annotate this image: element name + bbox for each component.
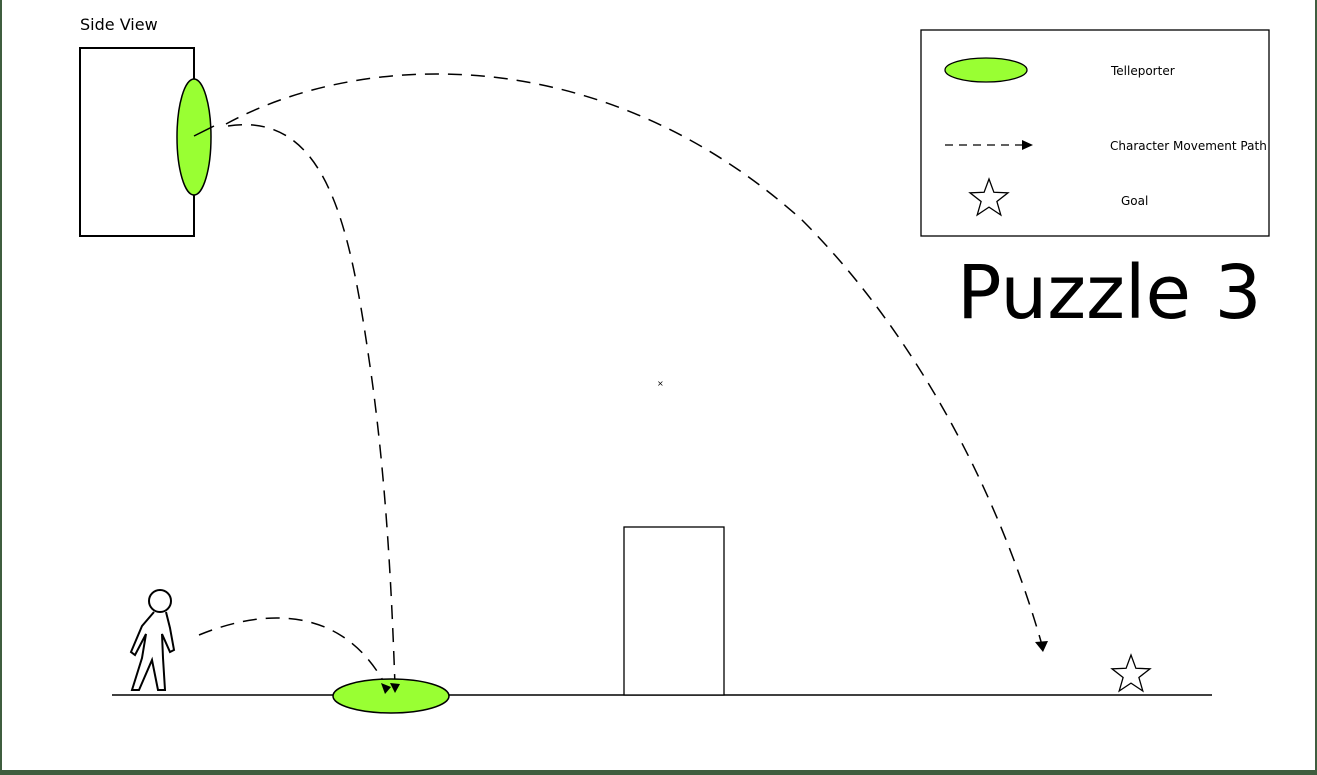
legend-arrowhead-icon	[1022, 140, 1033, 150]
movement-path-drop	[227, 123, 396, 687]
puzzle-title: Puzzle 3	[957, 250, 1262, 336]
stick-figure-icon	[129, 589, 176, 691]
arrowhead-icon	[381, 683, 391, 694]
legend-goal-label: Goal	[1121, 194, 1148, 208]
legend-path-label: Character Movement Path	[1110, 139, 1267, 153]
movement-path-start	[198, 617, 388, 689]
goal-star-icon	[1110, 653, 1152, 693]
wall-obstacle	[623, 526, 725, 696]
legend-teleporter-icon	[944, 57, 1028, 83]
arrowhead-icon	[390, 683, 400, 693]
movement-path-to-goal	[225, 73, 1043, 646]
legend: Telleporter Character Movement Path Goal	[920, 29, 1270, 237]
legend-teleporter-label: Telleporter	[1110, 64, 1175, 78]
stray-mark: ×	[657, 379, 664, 388]
side-view-teleporter-icon	[176, 78, 212, 196]
floor-teleporter-icon	[332, 678, 450, 714]
side-view-label: Side View	[80, 15, 158, 34]
arrowhead-icon	[1035, 641, 1048, 652]
side-view-teleporter-line	[193, 125, 215, 137]
legend-star-icon	[968, 177, 1010, 217]
